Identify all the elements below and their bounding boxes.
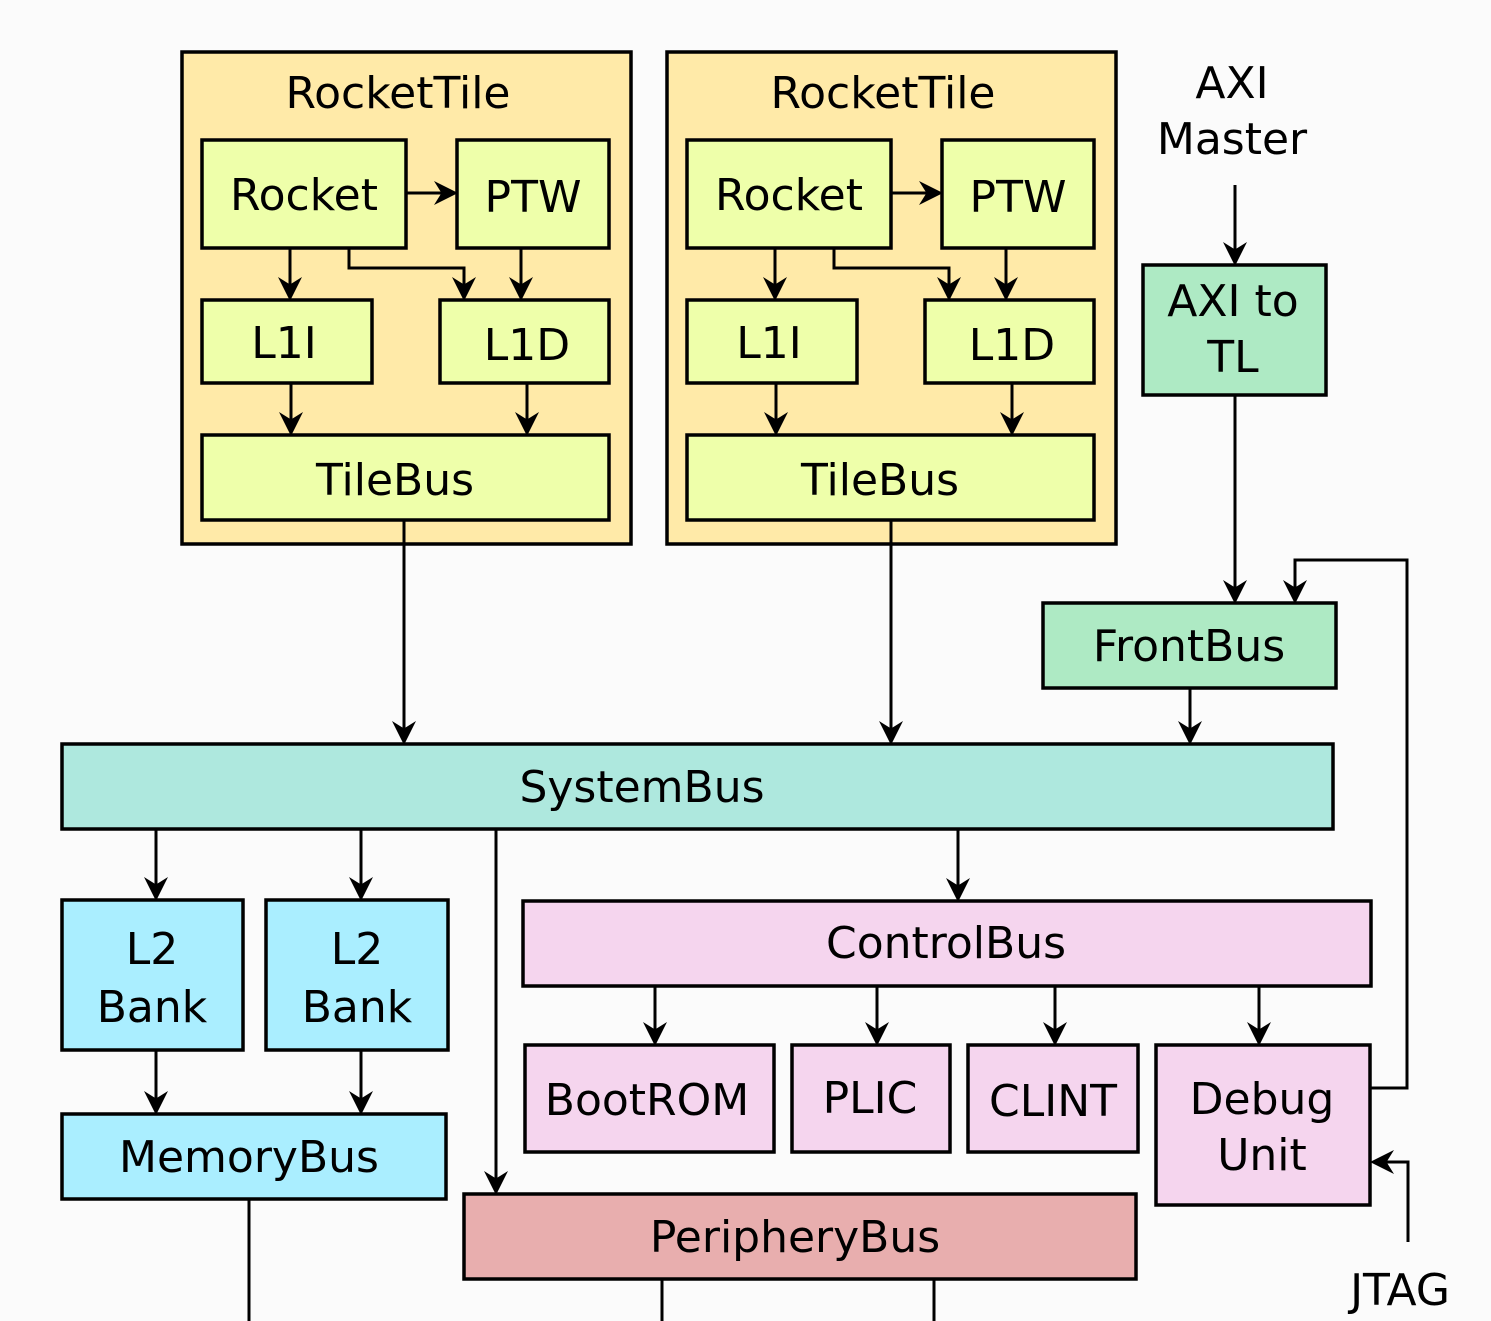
frontbus	[1041, 601, 1338, 690]
l2-bank-label: L2	[331, 924, 384, 975]
bootrom-label: BootROM	[545, 1075, 749, 1126]
plic	[790, 1043, 952, 1154]
tile-title: RocketTile	[771, 68, 996, 119]
l2-bank-1	[60, 898, 245, 1052]
memorybus	[60, 1112, 448, 1201]
arrow-debug-frontbus	[1283, 558, 1409, 1090]
debug-unit-label-2: Unit	[1217, 1130, 1307, 1181]
l2-bank-label-2: Bank	[97, 982, 208, 1033]
ptw-label: PTW	[485, 172, 582, 223]
tilebus	[200, 433, 611, 522]
rocket-tile-2: RocketTile Rocket PTW L1I L1D TileBus	[665, 50, 1118, 546]
systembus	[60, 742, 1335, 831]
rocket-label: Rocket	[230, 170, 378, 221]
plic-label: PLIC	[823, 1073, 918, 1124]
rocket-tile-1: RocketTile Rocket PTW L1I L1D TileBus	[180, 50, 633, 546]
controlbus-label: ControlBus	[826, 918, 1066, 969]
l2-bank-label-2: Bank	[302, 982, 413, 1033]
rocket-core	[200, 138, 408, 250]
l1d	[438, 298, 611, 385]
axi-to-tl-label-2: TL	[1206, 332, 1259, 383]
controlbus	[521, 899, 1373, 988]
arrow-rocket-l1d	[832, 248, 961, 301]
memorybus-label: MemoryBus	[119, 1132, 379, 1183]
l1i	[200, 298, 374, 385]
tile-title: RocketTile	[286, 68, 511, 119]
axi-master-label-2: Master	[1157, 114, 1308, 165]
frontbus-label: FrontBus	[1093, 621, 1285, 672]
l1i	[685, 298, 859, 385]
arrow-rocket-l1d	[347, 248, 476, 301]
l1d	[923, 298, 1096, 385]
debug-unit	[1154, 1043, 1372, 1207]
jtag-label: JTAG	[1347, 1265, 1450, 1316]
bootrom	[523, 1043, 776, 1154]
systembus-label: SystemBus	[519, 762, 764, 813]
ptw	[455, 138, 611, 250]
l1i-label: L1I	[736, 318, 801, 369]
l2-bank-2	[264, 898, 450, 1052]
l1d-label: L1D	[969, 320, 1055, 371]
l1d-label: L1D	[484, 320, 570, 371]
peripherybus	[462, 1192, 1138, 1281]
clint	[966, 1043, 1140, 1154]
ptw-label: PTW	[970, 172, 1067, 223]
tilebus-label: TileBus	[315, 455, 474, 506]
rocket-label: Rocket	[715, 170, 863, 221]
debug-unit-label: Debug	[1190, 1074, 1335, 1125]
ptw	[940, 138, 1096, 250]
axi-to-tl	[1141, 263, 1328, 397]
clint-label: CLINT	[989, 1076, 1117, 1127]
l2-bank-label: L2	[126, 924, 179, 975]
tilebus	[685, 433, 1096, 522]
axi-to-tl-label: AXI to	[1167, 276, 1298, 327]
tilebus-label: TileBus	[800, 455, 959, 506]
arrow-jtag-debug	[1370, 1150, 1410, 1242]
peripherybus-label: PeripheryBus	[650, 1212, 940, 1263]
l1i-label: L1I	[251, 318, 316, 369]
rocket-core	[685, 138, 893, 250]
axi-master-label: AXI	[1195, 58, 1268, 109]
